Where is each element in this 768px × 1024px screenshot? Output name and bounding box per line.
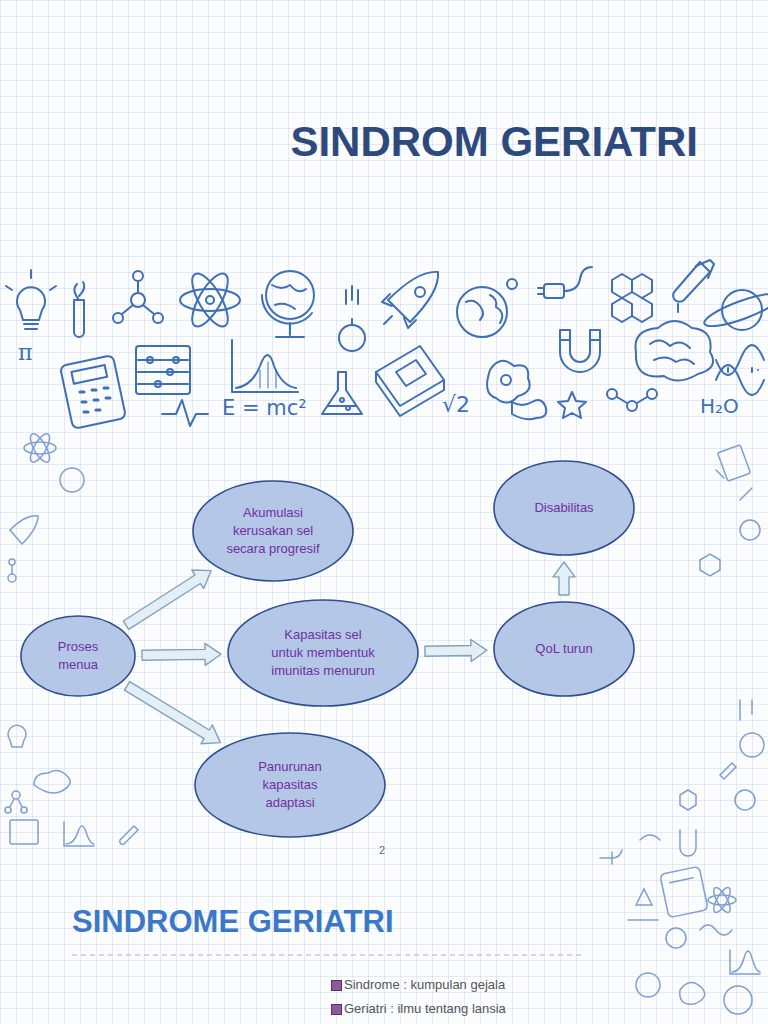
ellipse-node: Disabilitas — [493, 460, 635, 556]
node-text: QoL turun — [535, 640, 592, 658]
side-bulb-doodle — [8, 725, 26, 747]
side-molecule-doodle — [8, 559, 16, 582]
ellipse-node: Akumulasi kerusakan sel secara progresif — [192, 480, 354, 582]
divider-line — [72, 954, 582, 955]
tube-doodle — [74, 282, 84, 337]
rocket-doodle — [382, 272, 438, 328]
atom-doodle — [180, 269, 240, 332]
star-doodle — [558, 392, 586, 418]
ellipse-node: Proses menua — [20, 615, 136, 697]
side-tube-doodle — [120, 826, 138, 844]
ellipse-node: Kapasitas sel untuk membentuk imunitas m… — [227, 599, 419, 707]
side-rocket-doodle — [10, 516, 38, 544]
node-text: Panurunan kapasitas adaptasi — [245, 758, 335, 812]
abacus-doodle — [136, 346, 190, 394]
node-text: Akumulasi kerusakan sel secara progresif — [223, 504, 323, 558]
page-number: 2 — [379, 844, 385, 856]
ellipse-node: Panurunan kapasitas adaptasi — [194, 732, 386, 838]
block-arrow — [553, 562, 575, 595]
heartbeat-doodle — [162, 400, 208, 426]
flask-doodle — [322, 372, 362, 414]
calculator-doodle — [60, 355, 126, 429]
bullet-square — [331, 1004, 342, 1015]
earth-doodle — [457, 279, 517, 337]
bullet-text: Sindrome : kumpulan gejala — [344, 977, 505, 992]
side-globe-doodle — [60, 468, 84, 492]
apple-doodle — [339, 286, 365, 351]
testtube-doodle — [673, 260, 714, 312]
doodle-text: π — [18, 340, 32, 365]
book-doodle — [376, 346, 444, 416]
bacteria-doodle — [487, 361, 546, 419]
side-atom-doodle — [24, 431, 56, 465]
node-text: Disabilitas — [534, 499, 593, 517]
side-curve-doodle — [64, 822, 94, 846]
bullet-square — [331, 980, 342, 991]
bullet-text: Geriatri : ilmu tentang lansia — [344, 1001, 506, 1016]
doodle-text: √2 — [442, 392, 470, 417]
node-text: Kapasitas sel untuk membentuk imunitas m… — [267, 626, 379, 680]
magnet-doodle — [560, 330, 600, 372]
block-arrow — [425, 640, 487, 662]
doodle-text: H₂O — [700, 394, 739, 418]
node-text: Proses menua — [43, 638, 113, 674]
doodle-text: E = mc² — [222, 396, 307, 420]
bellcurve-doodle — [232, 340, 298, 392]
hexagon-doodle — [612, 274, 652, 322]
molecule-doodle — [113, 271, 163, 323]
bulb-doodle — [6, 270, 56, 329]
ellipse-outline — [20, 615, 136, 697]
section-heading: SINDROME GERIATRI — [72, 904, 394, 940]
planet-doodle — [701, 288, 768, 332]
ellipse-node: QoL turun — [493, 601, 635, 697]
brain-doodle — [635, 321, 713, 381]
side-abacus-doodle — [10, 820, 38, 844]
side-brain-doodle — [34, 770, 70, 793]
globe-doodle — [262, 271, 314, 337]
block-arrow — [125, 682, 221, 744]
slide-title: SINDROM GERIATRI — [290, 118, 698, 166]
plug-doodle — [538, 267, 592, 298]
molecule-small-doodle — [607, 389, 657, 411]
dna-doodle — [716, 345, 764, 395]
block-arrow — [123, 570, 211, 629]
side-molecule2-doodle — [5, 791, 27, 813]
block-arrow — [142, 643, 221, 665]
